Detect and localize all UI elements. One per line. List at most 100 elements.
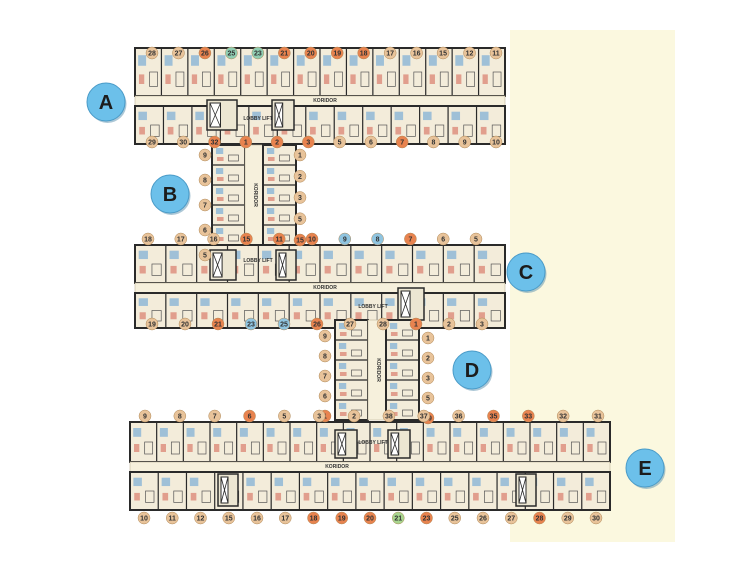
svg-text:B: B [163, 184, 177, 206]
tower-d-right-units [385, 319, 420, 421]
unit-number-c-bottom: 26 [310, 317, 324, 331]
svg-text:7: 7 [400, 140, 404, 147]
unit-number-e-top: 33 [522, 409, 535, 423]
unit-number-c-top: 11 [272, 232, 286, 246]
unit-number-a-top: 20 [304, 46, 318, 60]
unit-number-d-right: 2 [421, 351, 435, 365]
svg-text:2: 2 [426, 356, 430, 363]
svg-text:27: 27 [175, 51, 183, 58]
tower-e-lift-core-right [387, 429, 411, 459]
svg-text:31: 31 [594, 414, 602, 421]
unit-number-a-top: 19 [330, 46, 344, 60]
svg-text:5: 5 [298, 216, 302, 223]
unit-number-e-bottom: 12 [194, 511, 207, 525]
svg-text:26: 26 [201, 51, 209, 58]
unit-number-a-top: 25 [225, 46, 238, 60]
svg-text:19: 19 [338, 516, 346, 523]
unit-number-d-right: 3 [421, 371, 435, 385]
svg-text:6: 6 [203, 228, 207, 235]
svg-text:20: 20 [307, 51, 315, 58]
svg-text:26: 26 [479, 516, 487, 523]
unit-number-e-bottom: 19 [335, 511, 348, 525]
svg-text:18: 18 [310, 516, 318, 523]
svg-text:12: 12 [466, 51, 474, 58]
unit-number-c-top: 10 [305, 232, 319, 246]
svg-text:21: 21 [280, 51, 288, 58]
unit-number-a-top: 26 [198, 46, 212, 60]
unit-number-d-left: 8 [318, 349, 332, 363]
unit-number-a-bottom: 30 [177, 135, 190, 149]
unit-number-e-bottom: 23 [420, 511, 433, 525]
unit-number-e-bottom: 20 [363, 511, 377, 525]
svg-text:1: 1 [244, 140, 248, 147]
tower-a-badge: A [86, 82, 127, 123]
unit-number-c-top: 6 [436, 232, 450, 246]
svg-text:20: 20 [181, 322, 189, 329]
unit-number-d-right: 1 [421, 331, 435, 345]
tower-c-stair-core [209, 249, 237, 281]
unit-number-b-left: 7 [198, 198, 212, 212]
unit-number-e-top: 2 [347, 409, 361, 423]
unit-number-a-bottom: 32 [208, 135, 221, 149]
svg-text:10: 10 [308, 237, 316, 244]
unit-number-c-top: 8 [371, 232, 384, 246]
unit-number-e-bottom: 11 [166, 511, 179, 525]
unit-number-a-top: 16 [410, 46, 423, 60]
tower-c-lobby-lift-label: LOBBY LIFT [243, 258, 272, 264]
svg-text:2: 2 [447, 322, 451, 329]
unit-number-a-top: 27 [172, 46, 185, 60]
unit-number-a-bottom: 2 [270, 135, 284, 149]
unit-number-a-bottom: 6 [364, 135, 378, 149]
svg-text:6: 6 [323, 394, 327, 401]
svg-text:11: 11 [169, 516, 177, 523]
svg-text:D: D [465, 360, 479, 382]
tower-d-left-units [334, 319, 369, 421]
svg-text:28: 28 [148, 51, 156, 58]
unit-number-c-top: 17 [174, 232, 188, 246]
unit-number-b-right: 15 [293, 233, 307, 247]
unit-number-d-left: 9 [318, 329, 332, 343]
unit-number-c-bottom: 23 [244, 317, 258, 331]
svg-text:37: 37 [420, 414, 428, 421]
svg-text:29: 29 [564, 516, 572, 523]
unit-number-b-left: 6 [198, 223, 212, 237]
svg-text:23: 23 [254, 51, 262, 58]
unit-number-c-bottom: 3 [475, 317, 489, 331]
unit-number-c-top: 16 [207, 232, 220, 246]
svg-text:A: A [99, 92, 113, 114]
unit-number-b-left: 5 [198, 248, 212, 262]
svg-text:9: 9 [463, 140, 467, 147]
svg-text:C: C [519, 262, 533, 284]
tower-e-badge: E [625, 448, 666, 489]
unit-number-a-bottom: 1 [239, 135, 253, 149]
tower-e-stair-core-west [217, 473, 239, 507]
unit-number-e-bottom: 15 [222, 511, 235, 525]
tower-c-lift-core [275, 249, 297, 281]
svg-text:5: 5 [203, 253, 207, 260]
tower-e-stair-core-east [515, 473, 537, 507]
svg-text:32: 32 [211, 140, 219, 147]
unit-number-e-top: 37 [417, 409, 431, 423]
svg-text:19: 19 [148, 322, 156, 329]
unit-number-c-bottom: 19 [145, 317, 159, 331]
svg-text:21: 21 [394, 516, 402, 523]
unit-number-c-top: 7 [404, 232, 417, 246]
svg-text:23: 23 [247, 322, 255, 329]
svg-text:3: 3 [426, 376, 430, 383]
tower-b-left-units [211, 144, 246, 246]
unit-number-e-bottom: 29 [561, 511, 574, 525]
tower-d-corridor-label: KORIDOR [375, 358, 381, 382]
unit-number-a-bottom: 5 [333, 135, 346, 149]
unit-number-d-left: 6 [318, 389, 332, 403]
svg-text:10: 10 [140, 516, 148, 523]
unit-number-b-right: 3 [293, 191, 307, 204]
svg-text:9: 9 [203, 153, 207, 160]
svg-text:16: 16 [413, 51, 421, 58]
svg-text:30: 30 [179, 140, 187, 147]
svg-text:28: 28 [536, 516, 544, 523]
tower-a-upper-units [134, 47, 506, 97]
unit-number-e-bottom: 17 [279, 511, 292, 525]
svg-text:12: 12 [197, 516, 205, 523]
svg-text:15: 15 [296, 238, 304, 245]
